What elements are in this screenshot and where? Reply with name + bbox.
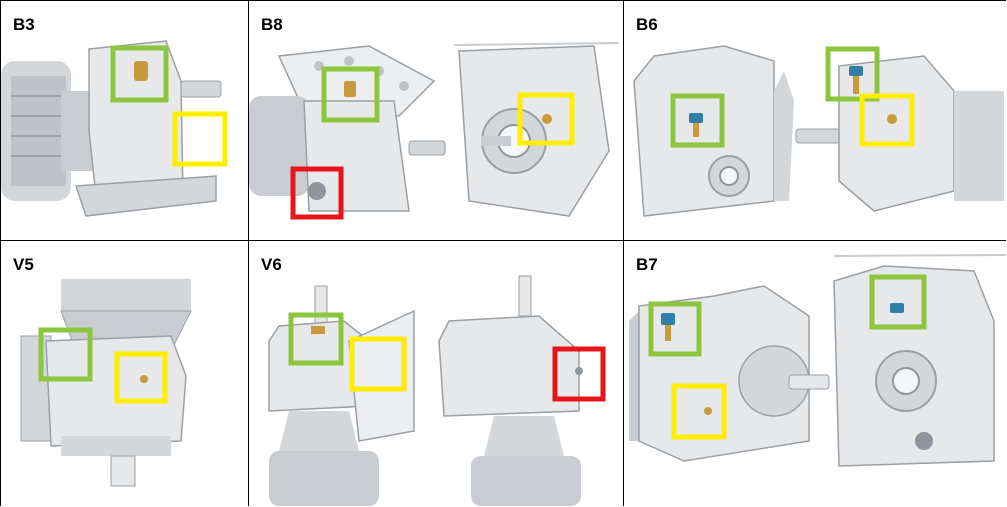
cell-v5: V5 [1, 241, 249, 506]
marker-green-b8 [321, 66, 380, 123]
marker-yellow-b6 [859, 93, 915, 147]
marker-red-b8 [290, 166, 344, 220]
marker-green-b3 [110, 45, 169, 103]
marker-yellow-b7 [671, 383, 727, 440]
marker-red-v6 [552, 346, 606, 402]
marker-green-v5 [38, 327, 93, 382]
cell-label-b7: B7 [636, 255, 658, 274]
cell-label-v6: V6 [261, 255, 282, 274]
cell-b3: B3 [1, 1, 249, 241]
gearbox-illustration-v6 [268, 275, 606, 506]
marker-green-b7-left [648, 301, 702, 357]
cell-label-b8: B8 [261, 15, 283, 34]
marker-green-b6-left [670, 93, 725, 148]
marker-yellow-v5 [114, 351, 168, 404]
marker-green-b7-right [869, 274, 927, 330]
gearbox-illustration-v5 [20, 279, 192, 487]
cell-b7: B7 [624, 241, 1006, 506]
marker-green-v6 [288, 312, 344, 366]
gearbox-illustration-b3 [1, 40, 228, 217]
marker-yellow-b3 [172, 111, 228, 167]
gearbox-illustration-b8 [249, 42, 620, 220]
marker-yellow-b8 [517, 92, 575, 146]
gearbox-illustration-b6 [633, 45, 1004, 217]
cell-v6: V6 [249, 241, 624, 506]
cell-label-b3: B3 [13, 15, 35, 34]
cell-label-b6: B6 [636, 15, 658, 34]
marker-green-b6-right [825, 46, 880, 102]
marker-yellow-v6 [349, 336, 407, 392]
gearbox-illustration-b7 [629, 254, 1006, 467]
cell-b8: B8 [249, 1, 624, 241]
cell-label-v5: V5 [13, 255, 34, 274]
cell-b6: B6 [624, 1, 1006, 241]
